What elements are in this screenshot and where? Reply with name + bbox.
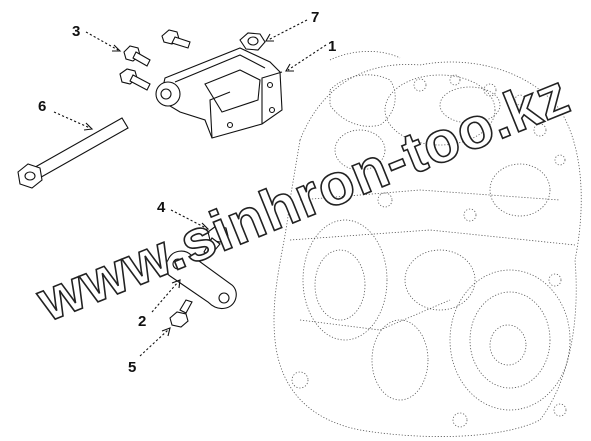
- callout-6: 6: [38, 98, 46, 115]
- bolt-part-3-lower: [119, 68, 151, 91]
- callout-3: 3: [72, 23, 80, 40]
- callout-5: 5: [128, 359, 136, 376]
- leader-lines: [53, 19, 327, 357]
- nut-part-7: [239, 32, 266, 51]
- watermark: www.sinhron-too.kz: [28, 61, 579, 334]
- long-bolt-part-6: [17, 117, 129, 189]
- callout-2: 2: [138, 313, 146, 330]
- engine-block: [273, 51, 582, 437]
- callout-4: 4: [157, 199, 166, 216]
- bolt-part-5: [169, 299, 193, 328]
- callout-1: 1: [328, 38, 336, 55]
- callout-7: 7: [311, 9, 319, 26]
- bolt-top-center: [161, 29, 191, 49]
- link-part-2: [164, 250, 237, 310]
- bracket-part-1: [155, 47, 283, 139]
- bolt-part-3-upper: [123, 45, 151, 67]
- stud-part-4: [203, 225, 229, 257]
